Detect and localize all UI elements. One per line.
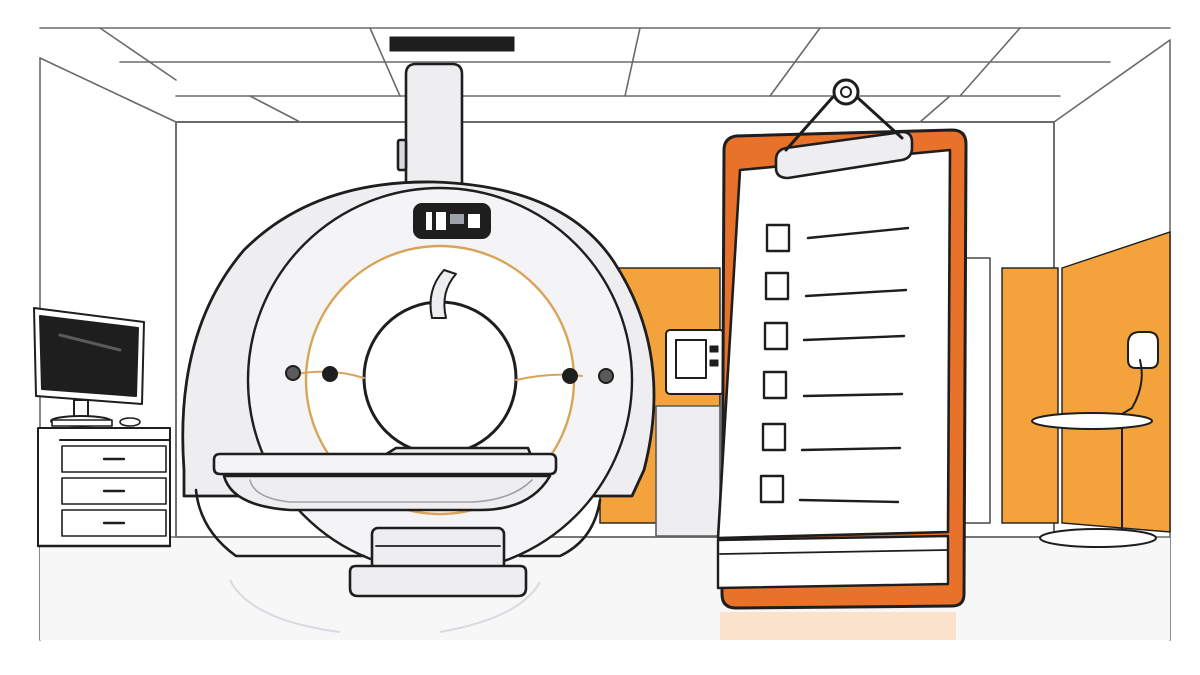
unchecked-checkbox-icon: [761, 422, 787, 452]
unchecked-checkbox-icon: [763, 321, 789, 351]
paper-stack: [716, 534, 950, 590]
wall-control-unit: [655, 329, 725, 537]
left-workstation: [33, 307, 172, 548]
scanner-base: [194, 488, 366, 558]
unchecked-checkbox-icon: [764, 271, 790, 301]
wall-panel-right-inner: [1001, 267, 1059, 524]
side-table: [1031, 331, 1159, 548]
floor-reflections: [229, 579, 956, 640]
clipboard-checklist-icon: [716, 78, 968, 610]
checklist-paper: [716, 148, 952, 540]
checklist-item-1: [765, 223, 910, 253]
wall-panel-right: [1061, 231, 1171, 533]
clipboard-clip: [774, 78, 914, 180]
computer-monitor-icon: [33, 307, 145, 427]
scanner-support-pillar: [396, 62, 464, 194]
patient-table: [212, 446, 558, 598]
floor: [40, 538, 1170, 640]
checklist-item-5: [761, 422, 902, 452]
checklist-items: [759, 223, 910, 504]
unchecked-checkbox-icon: [762, 370, 788, 400]
checklist-item-2: [764, 271, 908, 301]
checklist-item-6: [759, 474, 900, 504]
checklist-item-4: [762, 370, 904, 400]
ceiling-vent: [389, 36, 515, 52]
scanner-display-panel: [413, 203, 491, 239]
unchecked-checkbox-icon: [759, 474, 785, 504]
drawer-cabinet: [36, 427, 172, 548]
mri-scanner-icon: [181, 62, 656, 598]
unchecked-checkbox-icon: [765, 223, 791, 253]
checklist-item-3: [763, 321, 906, 351]
